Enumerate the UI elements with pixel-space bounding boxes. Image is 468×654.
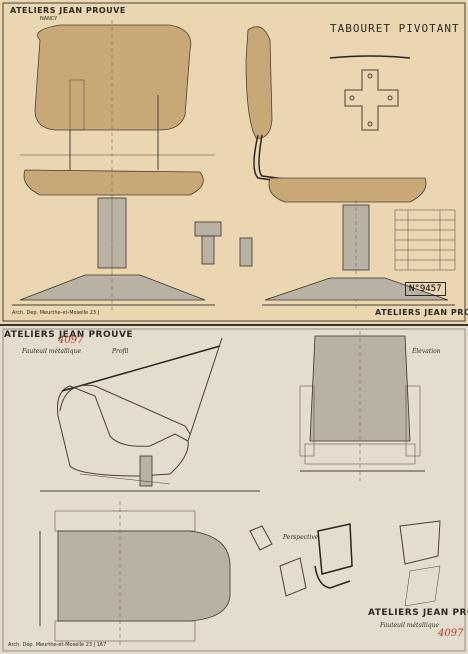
top-footer-brand: ATELIERS JEAN PROUVE: [375, 308, 468, 317]
top-brand-sub: NANCY: [40, 16, 58, 22]
bottom-label-center: Profil: [112, 348, 129, 355]
front-backrest: [34, 24, 192, 131]
bottom-footer-label: Fauteuil métallique: [380, 622, 440, 629]
bottom-label-right: Élévation: [412, 348, 441, 355]
side-seat: [268, 177, 427, 203]
side-base: [264, 277, 449, 301]
top-title: TABOURET PIVOTANT: [330, 22, 460, 35]
front-seat: [23, 169, 204, 196]
bottom-footer-brand: ATELIERS JEAN PROUVE: [368, 608, 468, 618]
bottom-label-left: Fauteuil métallique: [22, 348, 82, 355]
bottom-number-bottom: 4097: [438, 628, 464, 639]
bottom-brand: ATELIERS JEAN PROUVE: [4, 330, 134, 340]
top-archive: Arch. Dep. Meurthe-et-Moselle 23 J: [12, 310, 100, 316]
bottom-blueprint-sheet: ATELIERS JEAN PROUVE Fauteuil métallique…: [0, 326, 468, 654]
plan-seat: [57, 530, 231, 622]
top-blueprint-sheet: ATELIERS JEAN PROUVE NANCY TABOURET PIVO…: [0, 0, 468, 326]
armchair-drawing: [2, 328, 466, 652]
bottom-label-perspective: Perspective: [283, 534, 319, 541]
side-backrest: [245, 26, 273, 139]
cross-plate-detail: [344, 69, 399, 131]
profile-chair-body: [57, 385, 189, 477]
stool-drawing: [2, 2, 466, 322]
bottom-number-top: 4097: [58, 335, 84, 346]
perspective-chair-main: [317, 523, 353, 575]
front-base: [19, 274, 206, 301]
top-drawing-number: N°9457: [405, 282, 446, 296]
top-brand: ATELIERS JEAN PROUVE: [10, 6, 126, 15]
bottom-archive: Arch. Dép. Meurthe-et-Moselle 23 J 167: [8, 642, 107, 648]
